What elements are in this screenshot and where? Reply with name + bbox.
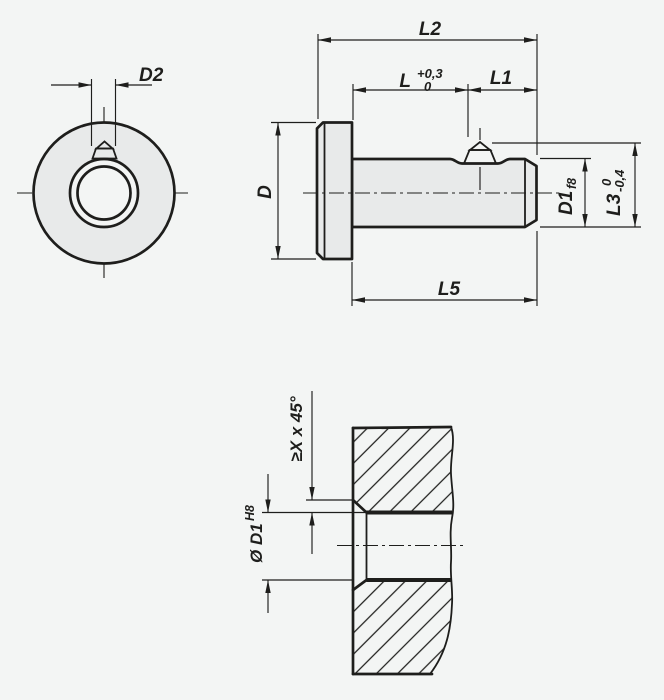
dimension-arrow <box>468 87 481 93</box>
dim-label-d: D <box>255 185 276 199</box>
plate-top-edge <box>351 425 453 430</box>
dimension-arrow <box>582 158 588 172</box>
dimension-d1: D1 f8 <box>540 157 641 228</box>
shank-inner-circle <box>76 165 132 221</box>
chamfer-bottom-diagonal <box>351 578 368 592</box>
side-view: L2 L +0,3 0 L1 D <box>255 19 641 306</box>
dim-label-l-tol-lower: 0 <box>424 79 432 94</box>
dim-label-l-tol-upper: +0,3 <box>417 66 443 81</box>
dimension-arrow <box>632 143 638 156</box>
dimension-arrow <box>309 512 315 526</box>
section-view: ≥X x 45° Ø D1 H8 <box>243 391 464 676</box>
chamfer-top-diagonal <box>351 498 368 514</box>
hatch-area-bottom <box>353 580 453 674</box>
dim-label-hole-fit: H8 <box>243 505 257 521</box>
dimension-arrow <box>524 87 537 93</box>
dimension-arrow <box>352 297 365 303</box>
dimension-arrow <box>265 580 271 593</box>
dim-label-d1-fit: f8 <box>565 178 579 189</box>
dimension-arrow <box>309 487 315 500</box>
dimension-d2: D2 <box>51 65 164 146</box>
dimension-arrow <box>275 122 281 136</box>
dimension-arrow <box>115 82 129 88</box>
detent-ball-tip-front <box>94 140 115 150</box>
dim-label-l5: L5 <box>438 279 461 300</box>
hatch-area-top <box>353 427 454 513</box>
pin-head-side <box>315 121 354 261</box>
dim-label-l3: L3 <box>604 193 625 216</box>
dimension-l5: L5 <box>351 231 538 306</box>
dimension-arrow <box>632 214 638 227</box>
dim-label-d2: D2 <box>139 65 164 86</box>
dimension-l2: L2 <box>317 19 538 155</box>
detent-ball-tip-side <box>467 140 493 151</box>
dim-label-d1: D1 <box>556 191 577 215</box>
dimension-arrow <box>455 87 468 93</box>
dim-label-l: L <box>399 71 411 92</box>
dimension-l3: L3 0 -0,4 <box>492 142 641 227</box>
break-line <box>429 426 455 675</box>
dimension-arrow <box>318 37 331 43</box>
detent-ball-side <box>462 149 498 165</box>
dimension-arrow <box>78 82 92 88</box>
dim-label-l1: L1 <box>490 68 512 89</box>
dimension-l1: L1 <box>468 68 537 93</box>
dimension-arrow <box>353 87 366 93</box>
dimension-chamfer: ≥X x 45° <box>262 391 367 554</box>
dimension-arrow <box>265 499 271 513</box>
dim-label-l2: L2 <box>419 19 442 40</box>
dimension-arrow <box>524 37 537 43</box>
dim-label-hole-dia: Ø D1 <box>247 523 266 563</box>
dimension-arrow <box>524 297 537 303</box>
dimension-arrow <box>582 214 588 227</box>
dimension-d: D <box>255 121 316 260</box>
front-view: D2 <box>17 65 191 279</box>
dim-label-chamfer: ≥X x 45° <box>287 396 306 461</box>
dim-label-l3-tol-upper: 0 <box>599 178 614 186</box>
dimension-hole-dia: Ø D1 H8 <box>243 474 352 613</box>
dim-label-l3-tol-lower: -0,4 <box>612 169 627 192</box>
dimension-l: L +0,3 0 <box>352 66 469 137</box>
dimension-arrow <box>275 246 281 259</box>
